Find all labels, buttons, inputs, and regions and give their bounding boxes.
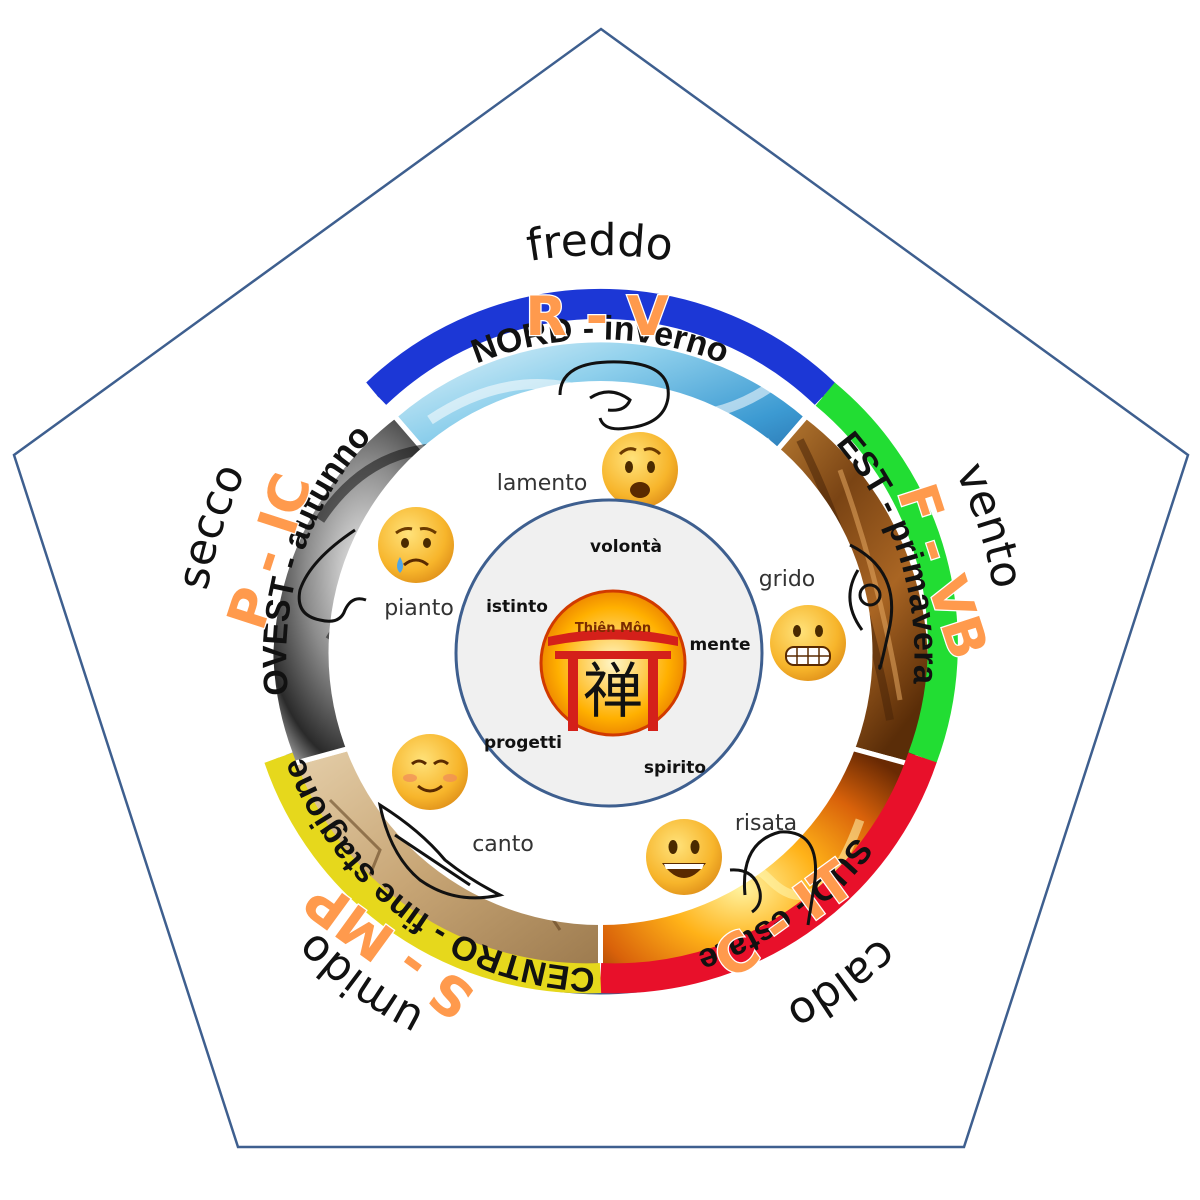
thien-mon-logo: Thiên Môn 禅 [539, 589, 687, 737]
emotion-label-west: pianto [384, 596, 454, 621]
worried-face-icon [602, 432, 678, 508]
smiling-face-icon [392, 734, 468, 810]
torii-gate-icon [548, 629, 678, 731]
emotion-label-north: lamento [497, 471, 588, 496]
emotion-label-east: grido [759, 567, 816, 592]
season-ring [243, 288, 958, 994]
emoji-faces [378, 432, 846, 895]
organ-label-north: R - V [525, 285, 669, 348]
logo-text: Thiên Môn [575, 621, 651, 636]
season-band-north [365, 288, 836, 405]
season-band-east [815, 382, 958, 763]
zen-glyph: 禅 [583, 657, 643, 727]
quality-label-east: mente [689, 635, 750, 655]
emotion-label-south: risata [735, 811, 797, 836]
sense-organs [297, 360, 894, 926]
quality-label-north: volontà [590, 537, 662, 557]
nose-icon [297, 528, 367, 623]
quality-label-south: spirito [644, 758, 706, 778]
quality-label-west: istinto [486, 597, 548, 617]
ear-icon [558, 360, 670, 431]
crying-face-icon [378, 507, 454, 583]
quality-label-center: progetti [484, 733, 562, 753]
grimacing-face-icon [770, 605, 846, 681]
mouth-icon [377, 801, 505, 900]
eye-icon [848, 543, 894, 670]
season-band-center [264, 752, 602, 994]
emotion-label-center: canto [472, 832, 534, 857]
tongue-icon [729, 830, 818, 926]
climate-label-north: freddo [523, 215, 676, 272]
grinning-face-icon [646, 819, 722, 895]
season-band-west [243, 382, 386, 763]
season-band-south [599, 752, 937, 994]
